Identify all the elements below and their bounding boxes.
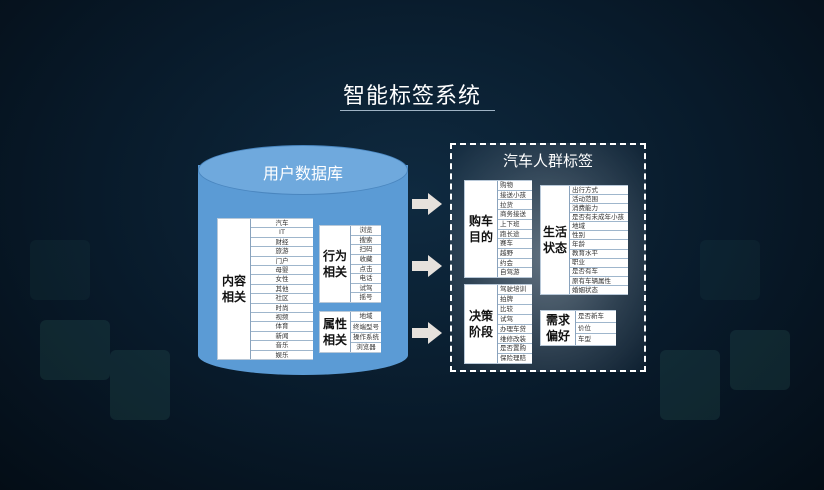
demand-preference-panel: 需求 偏好 是否新车价位车型 <box>540 310 616 346</box>
tag-item: 商务接送 <box>498 210 532 220</box>
tag-item: 母婴 <box>251 266 313 276</box>
cylinder-top <box>198 145 408 195</box>
content-related-label: 内容 相关 <box>218 219 250 359</box>
tag-item: 汽车 <box>251 219 313 229</box>
behavior-related-list: 浏览搜索扫码收藏点击电话试驾摇号 <box>350 226 381 302</box>
tag-item: IT <box>251 228 313 238</box>
tag-item: 活动范围 <box>570 195 628 205</box>
tag-item: 是否有未成年小孩 <box>570 213 628 223</box>
tag-item: 约会 <box>498 259 532 269</box>
tag-item: 性别 <box>570 231 628 241</box>
tag-item: 驾驶培训 <box>498 285 532 295</box>
bg-tile <box>660 350 720 420</box>
tag-item: 上下班 <box>498 220 532 230</box>
tag-item: 是否新车 <box>576 311 616 323</box>
tag-item: 价位 <box>576 323 616 335</box>
attribute-related-panel: 属性 相关 地域终端型号操作系统浏览器 <box>319 311 381 353</box>
tag-item: 其他 <box>251 285 313 295</box>
tag-item: 维修改装 <box>498 334 532 345</box>
tag-item: 浏览器 <box>356 343 376 352</box>
purchase-purpose-list: 购物接送小孩拉货商务接送上下班跑长途赛车越野约会自驾游 <box>497 181 532 277</box>
decision-stage-label: 决策 阶段 <box>465 285 497 363</box>
tag-item: 拍牌 <box>498 295 532 305</box>
database-label: 用户数据库 <box>262 164 343 183</box>
car-group-title: 汽车人群标签 <box>502 152 593 170</box>
demand-preference-label: 需求 偏好 <box>541 311 575 345</box>
tag-item: 操作系统 <box>351 332 381 343</box>
tag-item: 职业 <box>570 259 628 268</box>
tag-item: 试驾 <box>351 284 381 294</box>
tag-item: 收藏 <box>351 255 381 265</box>
tag-item: 体育 <box>251 322 313 332</box>
tag-item: 赛车 <box>498 239 532 249</box>
attribute-related-list: 地域终端型号操作系统浏览器 <box>350 312 381 352</box>
title-underline <box>340 110 495 111</box>
tag-item: 点击 <box>351 265 381 275</box>
tag-item: 娱乐 <box>275 350 289 359</box>
decision-stage-list: 驾驶培训拍牌比较试驾办理车贷维修改装是否置购保险理赔 <box>497 285 532 363</box>
tag-item: 比较 <box>498 305 532 315</box>
bg-tile <box>40 320 110 380</box>
purchase-purpose-label: 购车 目的 <box>465 181 497 277</box>
tag-item: 年龄 <box>570 240 628 250</box>
tag-item: 拉货 <box>498 200 532 211</box>
behavior-related-panel: 行为 相关 浏览搜索扫码收藏点击电话试驾摇号 <box>319 225 381 303</box>
tag-item: 自驾游 <box>500 268 520 277</box>
tag-item: 是否置购 <box>498 344 532 355</box>
tag-item: 终端型号 <box>351 322 381 333</box>
tag-item: 接送小孩 <box>498 191 532 201</box>
bg-tile <box>730 330 790 390</box>
tag-item: 门户 <box>251 257 313 267</box>
tag-item: 旅游 <box>251 247 313 257</box>
bg-tile <box>30 240 90 300</box>
tag-item: 保险理赔 <box>500 354 526 363</box>
tag-item: 扫码 <box>351 245 381 255</box>
tag-item: 婚姻状态 <box>572 285 598 294</box>
tag-item: 原有车辆属性 <box>570 277 628 286</box>
tag-item: 消费能力 <box>570 204 628 214</box>
tag-item: 搜索 <box>351 236 381 246</box>
tag-item: 办理车贷 <box>498 325 532 335</box>
tag-item: 地域 <box>351 312 381 323</box>
tag-item: 购物 <box>498 181 532 191</box>
bg-tile <box>110 350 170 420</box>
attribute-related-label: 属性 相关 <box>320 312 350 352</box>
purchase-purpose-panel: 购车 目的 购物接送小孩拉货商务接送上下班跑长途赛车越野约会自驾游 <box>464 180 532 278</box>
life-state-list: 出行方式活动范围消费能力是否有未成年小孩地域性别年龄教育水平职业是否有车原有车辆… <box>569 186 628 294</box>
tag-item: 女性 <box>251 275 313 285</box>
tag-item: 出行方式 <box>570 186 628 196</box>
tag-item: 新闻 <box>251 332 313 342</box>
behavior-related-label: 行为 相关 <box>320 226 350 302</box>
tag-item: 跑长途 <box>498 230 532 240</box>
tag-item: 视频 <box>251 313 313 323</box>
tag-item: 试驾 <box>498 315 532 325</box>
decision-stage-panel: 决策 阶段 驾驶培训拍牌比较试驾办理车贷维修改装是否置购保险理赔 <box>464 284 532 364</box>
tag-item: 车型 <box>578 335 591 344</box>
life-state-label: 生活 状态 <box>541 186 569 294</box>
tag-item: 社区 <box>251 294 313 304</box>
page-title: 智能标签系统 <box>342 84 481 109</box>
bg-tile <box>700 240 760 300</box>
tag-item: 地域 <box>570 222 628 232</box>
tag-item: 时尚 <box>251 304 313 314</box>
life-state-panel: 生活 状态 出行方式活动范围消费能力是否有未成年小孩地域性别年龄教育水平职业是否… <box>540 185 628 295</box>
tag-item: 浏览 <box>351 226 381 236</box>
tag-item: 财经 <box>251 238 313 248</box>
tag-item: 音乐 <box>251 341 313 351</box>
tag-item: 教育水平 <box>570 250 628 259</box>
tag-item: 电话 <box>351 274 381 284</box>
demand-preference-list: 是否新车价位车型 <box>575 311 616 345</box>
tag-item: 摇号 <box>359 293 373 302</box>
tag-item: 越野 <box>498 249 532 259</box>
tag-item: 是否有车 <box>570 268 628 277</box>
